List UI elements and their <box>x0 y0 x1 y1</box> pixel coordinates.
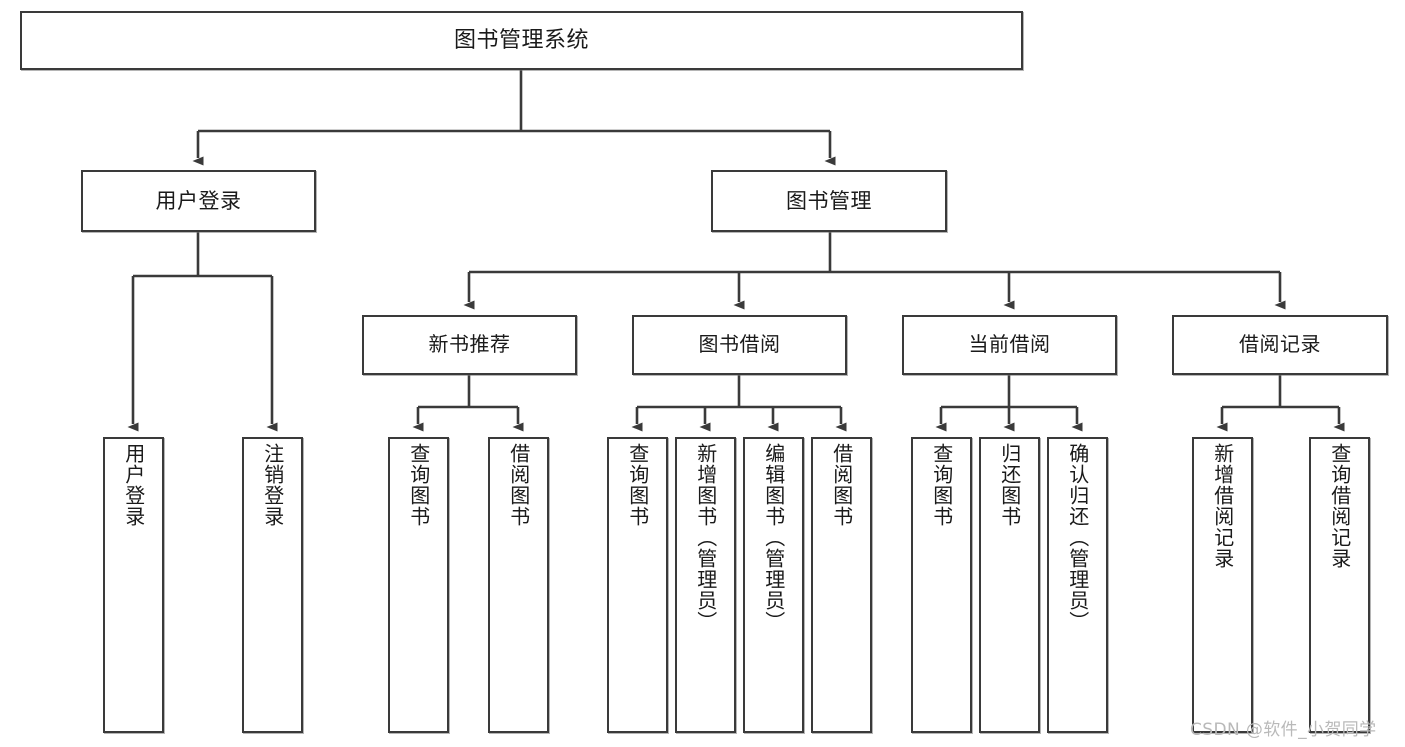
node-book-borrow[interactable]: 图书借阅 <box>632 315 847 375</box>
node-label: 当前借阅 <box>968 332 1051 357</box>
node-label: 借阅记录 <box>1239 332 1321 357</box>
node-label: 归还图书 <box>997 443 1022 527</box>
node-leaf-currentborrow-confirm-return[interactable]: 确认归还（管理员） <box>1047 437 1108 733</box>
node-label: 借阅图书 <box>829 443 854 527</box>
node-label: 图书管理 <box>786 188 872 213</box>
node-leaf-borrowrecord-query-record[interactable]: 查询借阅记录 <box>1309 437 1370 733</box>
node-label: 新增借阅记录 <box>1210 443 1235 569</box>
node-label: 注销登录 <box>260 443 285 527</box>
node-current-borrow[interactable]: 当前借阅 <box>902 315 1117 375</box>
node-leaf-bookborrow-borrow-book[interactable]: 借阅图书 <box>811 437 872 733</box>
node-leaf-user-login-signout[interactable]: 注销登录 <box>242 437 303 733</box>
node-label: 用户登录 <box>155 188 242 213</box>
node-label: 新书推荐 <box>428 332 511 357</box>
node-label: 编辑图书（管理员） <box>761 443 786 632</box>
node-label: 查询借阅记录 <box>1327 443 1352 569</box>
node-label: 借阅图书 <box>506 443 531 527</box>
node-label: 图书借阅 <box>698 332 781 357</box>
node-label: 图书管理系统 <box>453 27 589 53</box>
node-new-book-recommend[interactable]: 新书推荐 <box>362 315 577 375</box>
node-label: 查询图书 <box>625 443 650 527</box>
node-root-book-management-system[interactable]: 图书管理系统 <box>20 11 1023 70</box>
node-leaf-bookborrow-edit-book[interactable]: 编辑图书（管理员） <box>743 437 804 733</box>
csdn-watermark: CSDN @软件_小贺同学 <box>1190 720 1377 740</box>
node-leaf-newbook-query-book[interactable]: 查询图书 <box>388 437 449 733</box>
node-user-login[interactable]: 用户登录 <box>81 170 316 232</box>
node-leaf-borrowrecord-add-record[interactable]: 新增借阅记录 <box>1192 437 1253 733</box>
node-label: 新增图书（管理员） <box>693 443 718 632</box>
node-leaf-bookborrow-query-book[interactable]: 查询图书 <box>607 437 668 733</box>
node-borrow-record[interactable]: 借阅记录 <box>1172 315 1388 375</box>
node-book-management[interactable]: 图书管理 <box>711 170 947 232</box>
node-leaf-user-login-signin[interactable]: 用户登录 <box>103 437 164 733</box>
node-leaf-currentborrow-query-book[interactable]: 查询图书 <box>911 437 972 733</box>
node-label: 用户登录 <box>121 443 146 527</box>
node-leaf-currentborrow-return-book[interactable]: 归还图书 <box>979 437 1040 733</box>
node-label: 查询图书 <box>929 443 954 527</box>
node-leaf-bookborrow-add-book[interactable]: 新增图书（管理员） <box>675 437 736 733</box>
node-leaf-newbook-borrow-book[interactable]: 借阅图书 <box>488 437 549 733</box>
node-label: 查询图书 <box>406 443 431 527</box>
node-label: 确认归还（管理员） <box>1065 443 1090 632</box>
